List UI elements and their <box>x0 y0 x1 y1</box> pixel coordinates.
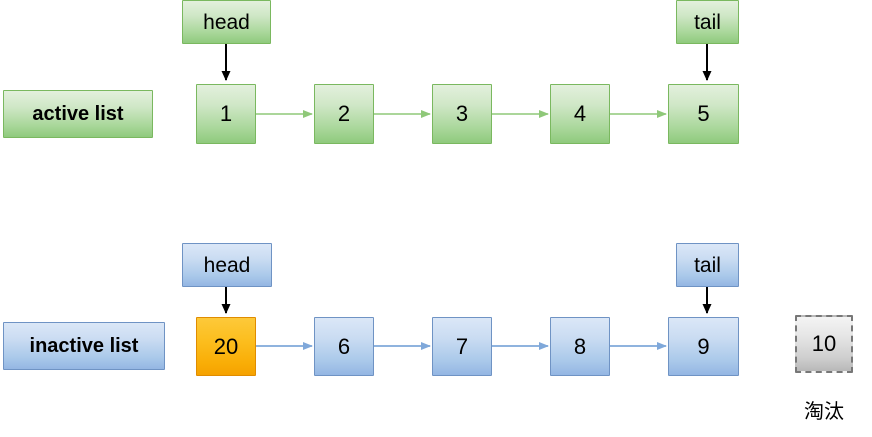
inactive-node-9: 9 <box>668 317 739 376</box>
inactive-node-8: 8 <box>550 317 610 376</box>
active-node-4: 4 <box>550 84 610 144</box>
inactive-list-label: inactive list <box>3 322 165 370</box>
inactive-tail-pointer: tail <box>676 243 739 287</box>
inactive-pointer-arrows <box>221 287 712 314</box>
inactive-node-7: 7 <box>432 317 492 376</box>
active-list-label: active list <box>3 90 153 138</box>
active-node-5: 5 <box>668 84 739 144</box>
inactive-node-20: 20 <box>196 317 256 376</box>
inactive-node-6: 6 <box>314 317 374 376</box>
evicted-caption: 淘汰 <box>804 401 844 423</box>
active-node-3: 3 <box>432 84 492 144</box>
inactive-head-pointer: head <box>182 243 272 287</box>
active-node-2: 2 <box>314 84 374 144</box>
active-node-1: 1 <box>196 84 256 144</box>
active-head-pointer: head <box>182 0 271 44</box>
active-tail-pointer: tail <box>676 0 739 44</box>
active-pointer-arrows <box>221 44 712 81</box>
evicted-node-10: 10 <box>795 315 853 373</box>
